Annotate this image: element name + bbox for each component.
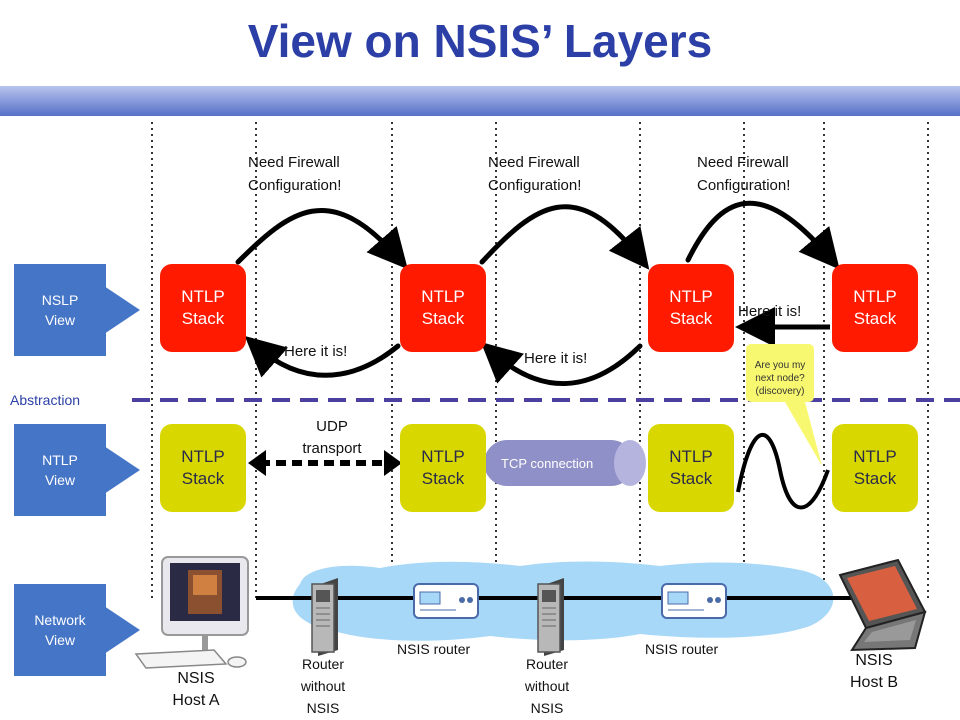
discovery-text: Are you my next node? (discovery) [754, 360, 806, 397]
slide-title: View on NSIS’ Layers [247, 15, 713, 67]
network-router-icon [413, 583, 479, 619]
router-without-nsis-label-2: Router without NSIS [524, 656, 570, 716]
server-tower-icon [311, 578, 338, 656]
title-band [0, 86, 960, 116]
router-without-nsis-label-1: Router without NSIS [300, 656, 346, 716]
laptop-icon [838, 558, 927, 652]
abstraction-label: Abstraction [10, 392, 81, 408]
ntlp-stack-2: NTLP Stack [400, 424, 486, 512]
nsis-router-label-2: NSIS router [645, 641, 719, 657]
nslp-stack-4: NTLP Stack [832, 264, 918, 352]
tcp-connection-label: TCP connection [501, 456, 594, 471]
host-b-label: NSIS Host B [849, 652, 898, 691]
network-view-box: Network View [14, 584, 106, 676]
server-tower-icon [537, 578, 564, 656]
nslp-view-box: NSLP View [14, 264, 106, 356]
host-a-label: NSIS Host A [172, 670, 220, 709]
here-label-2: Here it is! [524, 350, 588, 367]
ntlp-stack-3: NTLP Stack [648, 424, 734, 512]
computer-icon [134, 556, 249, 669]
nslp-stack-3: NTLP Stack [648, 264, 734, 352]
firewall-label-1: Need Firewall Configuration! [248, 154, 342, 194]
ntlp-stack-4: NTLP Stack [832, 424, 918, 512]
ntlp-view-box: NTLP View [14, 424, 106, 516]
network-router-icon [661, 583, 727, 619]
nslp-stack-1: NTLP Stack [160, 264, 246, 352]
nslp-stack-2: NTLP Stack [400, 264, 486, 352]
discovery-bubble [746, 344, 822, 466]
firewall-label-2: Need Firewall Configuration! [488, 154, 582, 194]
network-view-arrow [104, 606, 140, 654]
udp-transport-label: UDP transport [302, 418, 362, 457]
firewall-arcs [235, 200, 840, 270]
firewall-label-3: Need Firewall Configuration! [697, 154, 791, 194]
discovery-squiggle [736, 433, 830, 510]
tcp-connection-pipe [484, 440, 646, 486]
here-label-1: Here it is! [284, 343, 348, 360]
ntlp-view-arrow [104, 446, 140, 494]
nslp-view-arrow [104, 286, 140, 334]
here-label-3: Here it is! [738, 303, 802, 320]
response-arcs [244, 336, 643, 386]
nsis-router-label-1: NSIS router [397, 641, 471, 657]
ntlp-stack-1: NTLP Stack [160, 424, 246, 512]
